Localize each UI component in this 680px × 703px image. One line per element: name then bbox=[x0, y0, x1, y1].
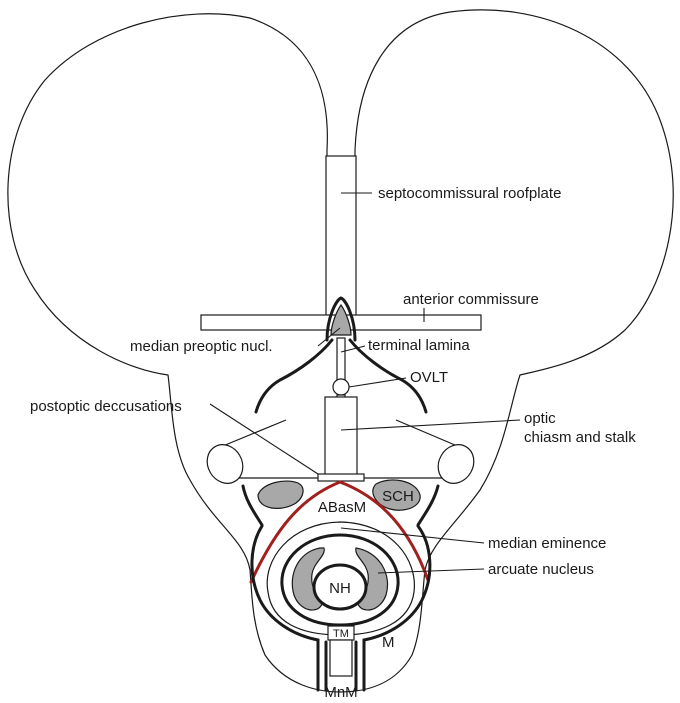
right-ventricle-wall bbox=[362, 524, 432, 692]
left-upper-wall bbox=[254, 338, 334, 414]
label-mnm: MnM bbox=[324, 684, 357, 701]
label-chiasm-and-stalk: chiasm and stalk bbox=[524, 429, 636, 446]
label-postoptic-deccusations: postoptic deccusations bbox=[30, 398, 182, 415]
optic-chiasm-stalk bbox=[324, 396, 358, 476]
leader-median-eminence bbox=[340, 527, 485, 544]
sch-right bbox=[372, 479, 421, 511]
terminal-lamina bbox=[336, 337, 346, 381]
leader-postoptic bbox=[209, 403, 319, 475]
label-abasm: ABasM bbox=[318, 499, 366, 516]
label-septocommissural-roofplate: septocommissural roofplate bbox=[378, 185, 561, 202]
label-m: M bbox=[382, 634, 395, 651]
label-median-preoptic-nucl: median preoptic nucl. bbox=[130, 338, 273, 355]
left-optic-tract bbox=[217, 419, 287, 449]
leader-arcuate bbox=[377, 568, 485, 574]
neurohypophysis bbox=[312, 563, 368, 611]
leader-terminal-lamina bbox=[340, 345, 366, 353]
label-sch: SCH bbox=[382, 488, 414, 505]
label-tm: TM bbox=[333, 628, 349, 640]
basal-boundary-arc bbox=[249, 480, 430, 584]
right-optic-nerve bbox=[437, 444, 475, 484]
label-median-eminence: median eminence bbox=[488, 535, 606, 552]
left-ventricle-wall bbox=[250, 524, 320, 692]
tm-stalk bbox=[329, 639, 353, 677]
septocommissural-roofplate bbox=[325, 155, 357, 317]
leader-ovlt bbox=[348, 377, 407, 388]
median-preoptic-nucleus bbox=[330, 303, 352, 336]
chiasm-plate bbox=[317, 473, 365, 482]
ovlt bbox=[332, 378, 350, 396]
right-upper-wall bbox=[348, 338, 428, 414]
left-lower-wall bbox=[241, 484, 264, 527]
sch-left bbox=[257, 480, 304, 509]
label-arcuate-nucleus: arcuate nucleus bbox=[488, 561, 594, 578]
leader-optic bbox=[340, 419, 521, 431]
leader-preoptic bbox=[317, 327, 341, 347]
right-lower-wall bbox=[416, 484, 440, 527]
left-hemisphere-outline bbox=[7, 13, 341, 693]
median-eminence bbox=[266, 521, 415, 636]
label-terminal-lamina: terminal lamina bbox=[368, 337, 470, 354]
label-ovlt: OVLT bbox=[410, 369, 448, 386]
label-optic: optic bbox=[524, 410, 556, 427]
left-optic-nerve bbox=[206, 444, 244, 484]
right-optic-tract bbox=[395, 419, 463, 449]
label-anterior-commissure: anterior commissure bbox=[403, 291, 539, 308]
preoptic-arch bbox=[325, 296, 357, 342]
label-nh: NH bbox=[329, 580, 351, 597]
